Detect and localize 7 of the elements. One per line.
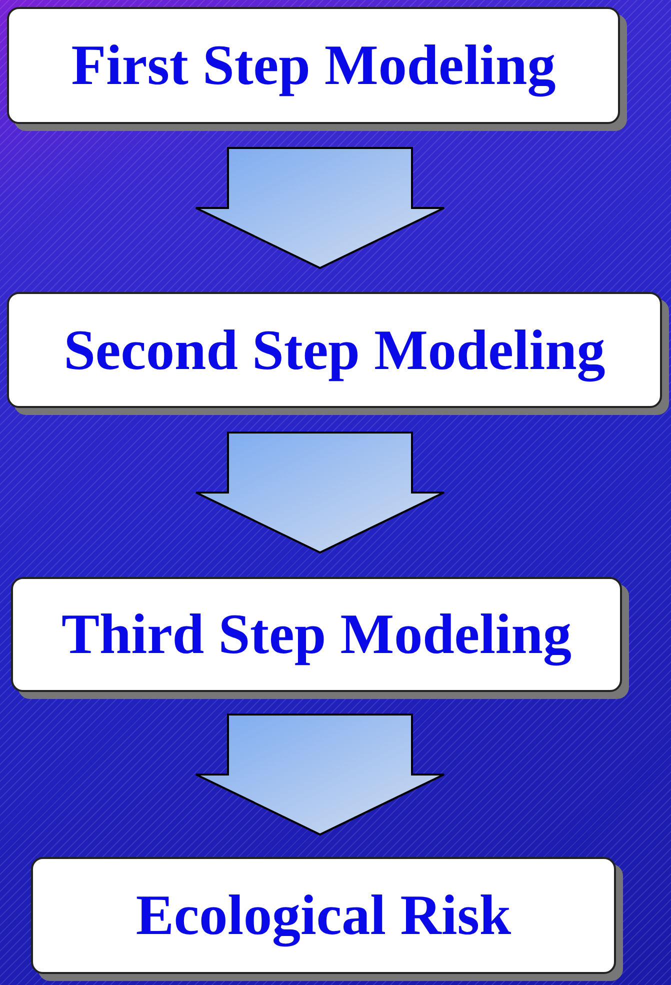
box-label: Third Step Modeling <box>62 602 572 667</box>
box-label: Ecological Risk <box>136 883 512 948</box>
box-label: Second Step Modeling <box>64 318 606 382</box>
box-label: First Step Modeling <box>71 33 556 98</box>
block-arrow <box>195 714 445 836</box>
block-arrow <box>195 432 445 554</box>
block-arrow <box>195 147 445 270</box>
